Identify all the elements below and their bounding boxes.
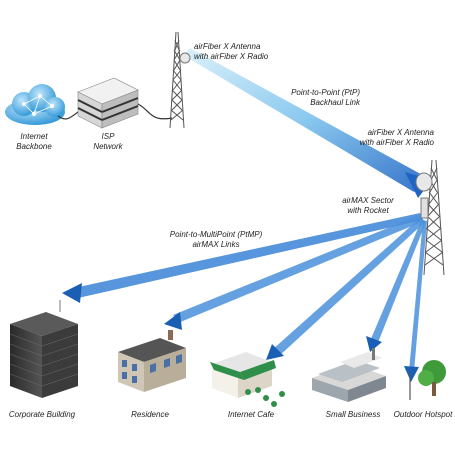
ptp-backhaul-beam: [183, 48, 432, 198]
residence-icon: [118, 330, 186, 392]
beam-to-internet-cafe: [266, 217, 425, 360]
isp-label-line2: Network: [93, 142, 123, 151]
right-antenna-label: airFiber X Antenna with airFiber X Radio: [330, 128, 434, 148]
internet-cafe-icon: [210, 352, 285, 407]
internet-backbone-label: Internet Backbone: [4, 132, 64, 152]
sector-label-line2: with Rocket: [347, 206, 389, 215]
sector-label: airMAX Sector with Rocket: [328, 196, 408, 216]
internet-cloud-icon: [5, 84, 65, 125]
sector-label-line1: airMAX Sector: [342, 196, 394, 205]
beam-to-small-business: [366, 219, 426, 352]
top-antenna-label: airFiber X Antenna with airFiber X Radio: [194, 42, 268, 62]
endpoint-label-outdoor-hotspot: Outdoor Hotspot: [393, 410, 453, 419]
ptp-label-line1: Point-to-Point (PtP): [291, 88, 360, 97]
right-antenna-line1: airFiber X Antenna: [367, 128, 434, 137]
ptp-link-label: Point-to-Point (PtP) Backhaul Link: [250, 88, 360, 108]
backbone-cable: [57, 111, 79, 120]
top-antenna-line1: airFiber X Antenna: [194, 42, 261, 51]
endpoint-label-small-business: Small Business: [325, 410, 381, 419]
outdoor-hotspot-icon: [409, 360, 446, 400]
ptmp-label-line2: airMAX Links: [192, 240, 240, 249]
ptmp-link-label: Point-to-MultiPoint (PtMP) airMAX Links: [156, 230, 276, 250]
internet-label-line1: Internet: [20, 132, 48, 141]
isp-network-label: ISP Network: [80, 132, 136, 152]
beam-to-outdoor-hotspot: [404, 220, 427, 382]
right-antenna-line2: with airFiber X Radio: [359, 138, 434, 147]
ptmp-label-line1: Point-to-MultiPoint (PtMP): [169, 230, 263, 239]
internet-label-line2: Backbone: [16, 142, 52, 151]
ptmp-beams: [62, 213, 427, 382]
beam-to-corporate-building: [62, 213, 423, 303]
isp-cable: [137, 103, 173, 120]
top-antenna-line2: with airFiber X Radio: [194, 52, 269, 61]
isp-server-icon: [77, 77, 139, 129]
beam-to-residence: [164, 215, 424, 330]
ptp-label-line2: Backhaul Link: [310, 98, 360, 107]
endpoint-label-corporate-building: Corporate Building: [8, 410, 76, 419]
corporate-building-icon: [9, 300, 79, 398]
right-tower-icon: [415, 159, 445, 276]
endpoint-label-internet-cafe: Internet Cafe: [227, 410, 275, 419]
small-business-icon: [312, 348, 386, 402]
isp-label-line1: ISP: [101, 132, 115, 141]
endpoint-label-residence: Residence: [131, 410, 169, 419]
top-tower-icon: [169, 31, 191, 129]
